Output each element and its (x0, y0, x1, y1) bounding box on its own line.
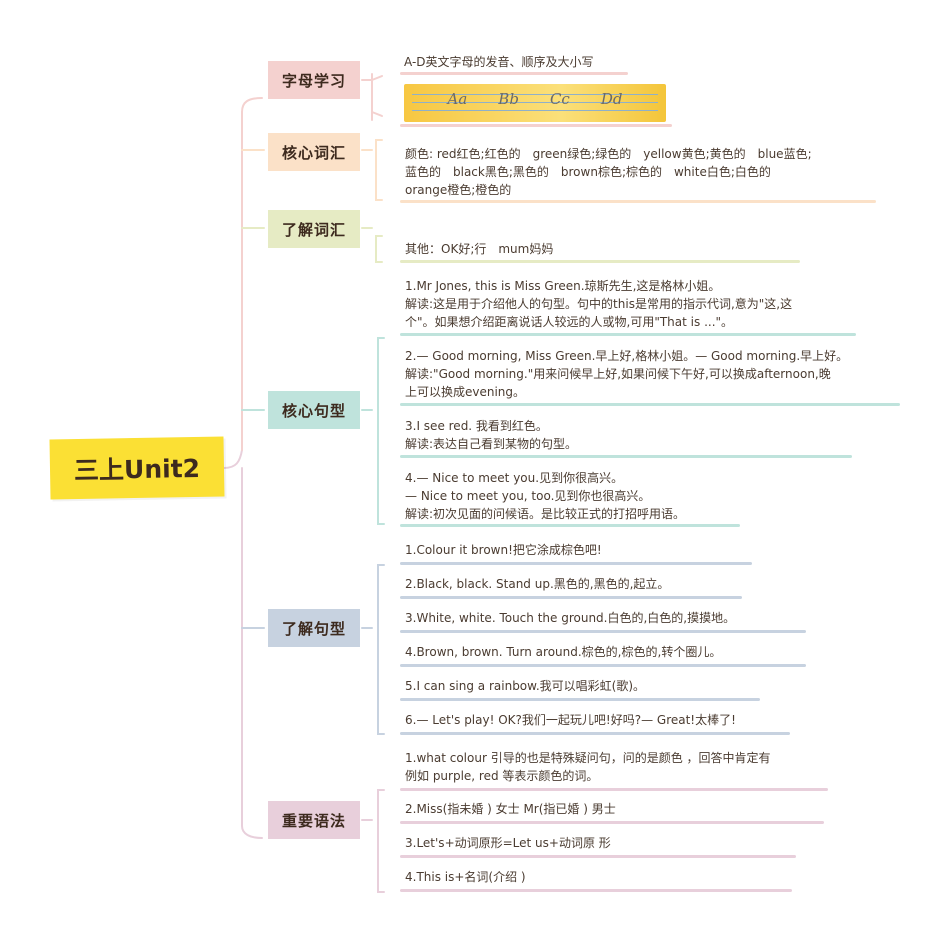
core-vocab-line: 颜色: red红色;红色的 green绿色;绿色的 yellow黄色;黄色的 b… (405, 147, 812, 161)
know-sentence: 3.White, white. Touch the ground.白色的,白色的… (405, 611, 736, 625)
letters-underline (400, 124, 672, 127)
alphabet-letter: Bb (498, 90, 519, 108)
core-sentence-line: 2.— Good morning, Miss Green.早上好,格林小姐。— … (405, 349, 849, 363)
core-sentence-line: 解读:表达自己看到某物的句型。 (405, 437, 578, 451)
know-sentence: 6.— Let's play! OK?我们一起玩儿吧!好吗?— Great!太棒… (405, 713, 736, 727)
grammar-line: 1.what colour 引导的也是特殊疑问句，问的是颜色 ，回答中肯定有 (405, 751, 771, 765)
grammar-line: 4.This is+名词(介绍 ) (405, 870, 526, 884)
know-vocab-underline (400, 260, 800, 263)
core-sentence-line: 解读:"Good morning."用来问候早上好,如果问候下午好,可以换成af… (405, 367, 831, 381)
grammar-underline (400, 821, 824, 824)
know-sentence: 5.I can sing a rainbow.我可以唱彩虹(歌)。 (405, 679, 646, 693)
category-grammar: 重要语法 (268, 801, 360, 839)
core-sentence-line: 3.I see red. 我看到红色。 (405, 419, 548, 433)
core-sentence-line: 4.— Nice to meet you.见到你很高兴。 (405, 471, 624, 485)
alphabet-letter: Aa (447, 90, 468, 108)
alphabet-image: Aa Bb Cc Dd (404, 84, 666, 122)
grammar-underline (400, 855, 796, 858)
core-sentence-line: 上可以换成evening。 (405, 385, 526, 399)
core-sentence-line: 1.Mr Jones, this is Miss Green.琼斯先生,这是格林… (405, 279, 721, 293)
know-sentence-underline (400, 664, 806, 667)
core-sentence-underline (400, 403, 900, 406)
know-vocab-text: 其他：OK好;行 mum妈妈 (405, 242, 554, 256)
root-topic: 三上Unit2 (49, 436, 225, 500)
core-vocab-underline (400, 200, 876, 203)
letters-text: A-D英文字母的发音、顺序及大小写 (404, 55, 594, 69)
know-sentence-underline (400, 596, 742, 599)
core-sentence-line: — Nice to meet you, too.见到你也很高兴。 (405, 489, 651, 503)
grammar-underline (400, 889, 792, 892)
core-sentence-underline (400, 455, 852, 458)
know-sentence-underline (400, 698, 760, 701)
know-sentence-underline (400, 562, 752, 565)
grammar-line: 例如 purple, red 等表示颜色的词。 (405, 769, 599, 783)
core-sentence-underline (400, 333, 856, 336)
know-sentence-underline (400, 630, 806, 633)
alphabet-letter: Cc (549, 90, 570, 108)
grammar-line: 2.Miss(指未婚 ) 女士 Mr(指已婚 ) 男士 (405, 802, 616, 816)
core-vocab-line: orange橙色;橙色的 (405, 183, 512, 197)
core-vocab-line: 蓝色的 black黑色;黑色的 brown棕色;棕色的 white白色;白色的 (405, 165, 771, 179)
alphabet-letter: Dd (600, 90, 623, 108)
category-letters: 字母学习 (268, 61, 360, 99)
grammar-underline (400, 788, 828, 791)
core-sentence-underline (400, 524, 740, 527)
core-sentence-line: 解读:这是用于介绍他人的句型。句中的this是常用的指示代词,意为"这,这 (405, 297, 793, 311)
know-sentence: 1.Colour it brown!把它涂成棕色吧! (405, 543, 602, 557)
know-sentence-underline (400, 732, 790, 735)
core-sentence-line: 个"。如果想介绍距离说话人较远的人或物,可用"That is ..."。 (405, 315, 734, 329)
know-sentence: 4.Brown, brown. Turn around.棕色的,棕色的,转个圈儿… (405, 645, 722, 659)
core-sentence-line: 解读:初次见面的问候语。是比较正式的打招呼用语。 (405, 507, 686, 521)
letters-underline (400, 72, 628, 75)
grammar-line: 3.Let's+动词原形=Let us+动词原 形 (405, 836, 611, 850)
category-core-vocab: 核心词汇 (268, 133, 360, 171)
know-sentence: 2.Black, black. Stand up.黑色的,黑色的,起立。 (405, 577, 670, 591)
category-know-vocab: 了解词汇 (268, 210, 360, 248)
category-know-sentences: 了解句型 (268, 609, 360, 647)
category-core-sentences: 核心句型 (268, 391, 360, 429)
